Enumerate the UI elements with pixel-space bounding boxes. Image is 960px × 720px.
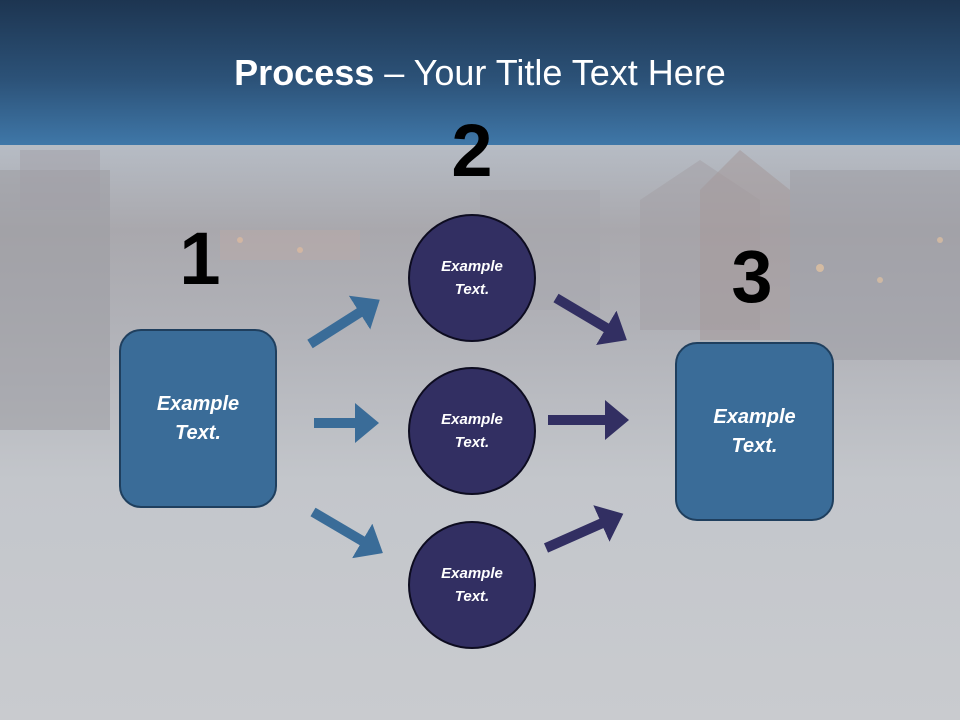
left-process-box[interactable]: Example Text. — [119, 329, 277, 508]
arrow-right-down — [553, 293, 627, 346]
step-number-3: 3 — [731, 235, 773, 318]
arrow-left-down — [310, 507, 383, 559]
process-circle-middle[interactable]: Example Text. — [408, 367, 536, 495]
building-silhouettes — [0, 150, 960, 430]
step-number-1: 1 — [179, 217, 221, 300]
process-circle-top[interactable]: Example Text. — [408, 214, 536, 342]
arrow-right-up — [543, 505, 624, 553]
right-process-box[interactable]: Example Text. — [675, 342, 834, 521]
circle-middle-text: Example Text. — [441, 411, 503, 451]
arrow-left-up — [307, 295, 380, 349]
circle-bottom-text: Example Text. — [441, 565, 503, 605]
left-box-text: Example Text. — [156, 392, 240, 444]
step-number-2: 2 — [451, 109, 493, 192]
title-rest: – Your Title Text Here — [374, 52, 726, 93]
circle-top-text: Example Text. — [441, 258, 503, 298]
title-bar — [0, 0, 960, 145]
title-bold: Process — [234, 52, 375, 93]
process-circle-bottom[interactable]: Example Text. — [408, 521, 536, 649]
slide-title: Process – Your Title Text Here — [0, 52, 960, 94]
right-box-text: Example Text. — [713, 405, 796, 457]
